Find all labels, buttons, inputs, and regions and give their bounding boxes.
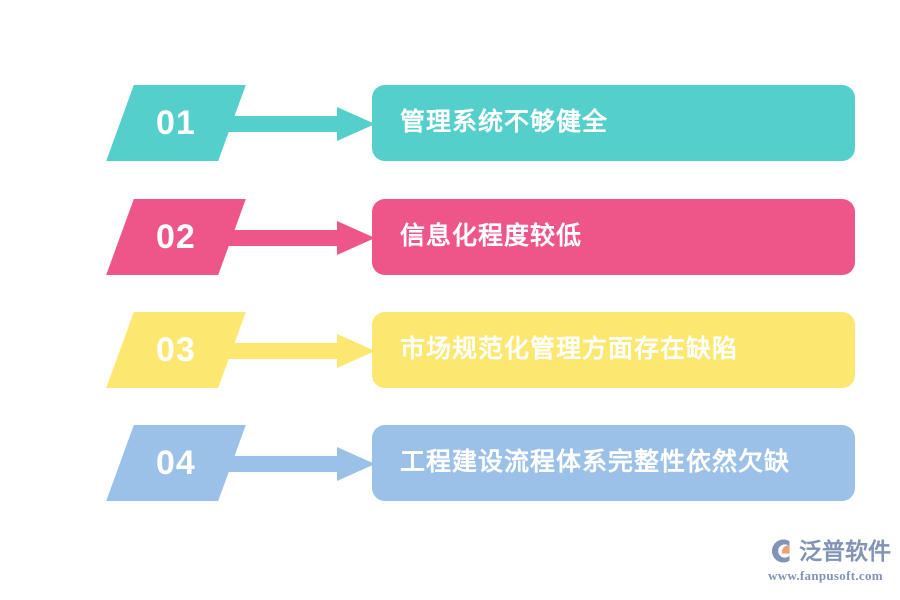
fanpu-c-arc-logo-icon xyxy=(771,539,790,563)
fanpu-logo-icon xyxy=(768,537,796,565)
arrow-right-icon xyxy=(225,107,375,141)
infographic-row: 03 市场规范化管理方面存在缺陷 xyxy=(106,312,855,398)
arrow-04 xyxy=(225,447,375,481)
content-panel-03[interactable]: 市场规范化管理方面存在缺陷 xyxy=(372,312,855,388)
arrow-02 xyxy=(225,221,375,255)
arrow-03 xyxy=(225,334,375,368)
arrow-right-icon xyxy=(225,447,375,481)
infographic-row: 04 工程建设流程体系完整性依然欠缺 xyxy=(106,425,855,511)
content-panel-text: 工程建设流程体系完整性依然欠缺 xyxy=(400,448,791,477)
watermark-brand-row: 泛普软件 xyxy=(768,536,894,566)
watermark-brand-name: 泛普软件 xyxy=(799,537,891,564)
content-panel-02[interactable]: 信息化程度较低 xyxy=(372,199,855,275)
content-panel-text: 管理系统不够健全 xyxy=(400,108,609,137)
content-panel-text: 市场规范化管理方面存在缺陷 xyxy=(400,335,739,364)
number-badge-label: 02 xyxy=(156,218,196,256)
watermark-url: www.fanpusoft.com xyxy=(768,568,883,583)
infographic-row: 01 管理系统不够健全 xyxy=(106,85,855,171)
content-panel-01[interactable]: 管理系统不够健全 xyxy=(372,85,855,161)
arrow-01 xyxy=(225,107,375,141)
arrow-right-icon xyxy=(225,334,375,368)
watermark-logo: 泛普软件 www.fanpusoft.com xyxy=(768,536,894,584)
number-badge-label: 01 xyxy=(156,104,196,142)
infographic-row: 02 信息化程度较低 xyxy=(106,199,855,285)
content-panel-04[interactable]: 工程建设流程体系完整性依然欠缺 xyxy=(372,425,855,501)
content-panel-text: 信息化程度较低 xyxy=(400,222,583,251)
arrow-right-icon xyxy=(225,221,375,255)
number-badge-label: 04 xyxy=(156,444,196,482)
number-badge-label: 03 xyxy=(156,331,196,369)
